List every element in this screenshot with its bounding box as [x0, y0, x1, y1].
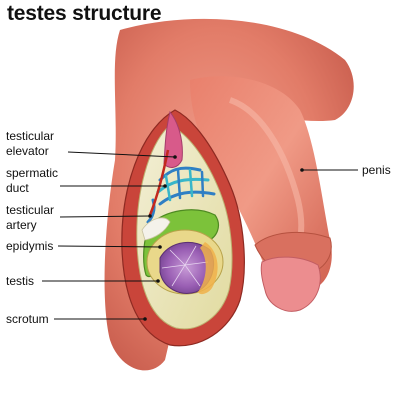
tunica-cap	[141, 217, 171, 241]
label-testicular-artery: testicular artery	[6, 203, 54, 233]
label-epidymis: epidymis	[6, 239, 54, 253]
diagram-title: testes structure	[7, 2, 162, 25]
label-spermatic-duct: spermatic duct	[6, 166, 58, 196]
label-testis: testis	[6, 274, 35, 288]
label-penis: penis	[362, 163, 391, 177]
testis-lobule-lines	[161, 245, 209, 287]
leader-lines	[42, 151, 358, 320]
label-testicular-elevator-line1: testicular	[6, 129, 55, 143]
label-testicular-elevator: testicular elevator	[6, 129, 54, 159]
label-scrotum: scrotum	[6, 312, 49, 326]
spermatic-cord-vessels	[146, 166, 216, 224]
cremaster	[163, 110, 183, 168]
testicular-artery-vessel	[148, 149, 170, 216]
label-spermatic-duct-line2: duct	[6, 181, 29, 195]
glans	[260, 256, 321, 312]
epididymis-tail	[198, 242, 218, 295]
label-testicular-artery-line2: artery	[6, 218, 37, 232]
label-testicular-artery-line1: testicular	[6, 203, 55, 217]
leader-dots	[143, 155, 304, 321]
label-testicular-elevator-line2: elevator	[6, 144, 49, 158]
label-spermatic-duct-line1: spermatic	[6, 166, 59, 180]
